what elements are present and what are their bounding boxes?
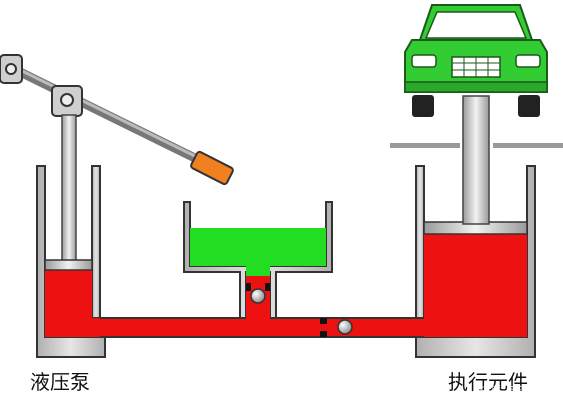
pump-piston-rod <box>61 114 77 262</box>
car-icon <box>404 4 548 117</box>
actuator-label: 执行元件 <box>448 370 528 394</box>
lever-fulcrum <box>0 54 23 84</box>
ground-line <box>390 143 563 148</box>
discharge-check-valve <box>320 318 353 337</box>
discharge-ball-valve-icon <box>337 319 353 335</box>
lever-handle <box>190 150 234 186</box>
suction-ball-valve-icon <box>250 288 266 304</box>
pump-cylinder <box>36 165 106 358</box>
actuator-piston-rod <box>462 95 490 225</box>
actuator-oil <box>424 232 527 337</box>
tank-fluid <box>190 228 326 266</box>
oil-tank <box>183 201 333 320</box>
tank-outlet-fluid <box>246 262 270 276</box>
pump-piston-head <box>44 259 93 271</box>
watermark-text: 知乎 @流体传动 <box>478 383 563 398</box>
pump-oil <box>45 268 92 337</box>
actuator-cylinder <box>415 165 536 358</box>
pump-label: 液压泵 <box>30 370 90 394</box>
main-pipe <box>92 317 431 338</box>
pump-lever <box>0 54 234 186</box>
lever-pin-joint <box>51 85 83 117</box>
